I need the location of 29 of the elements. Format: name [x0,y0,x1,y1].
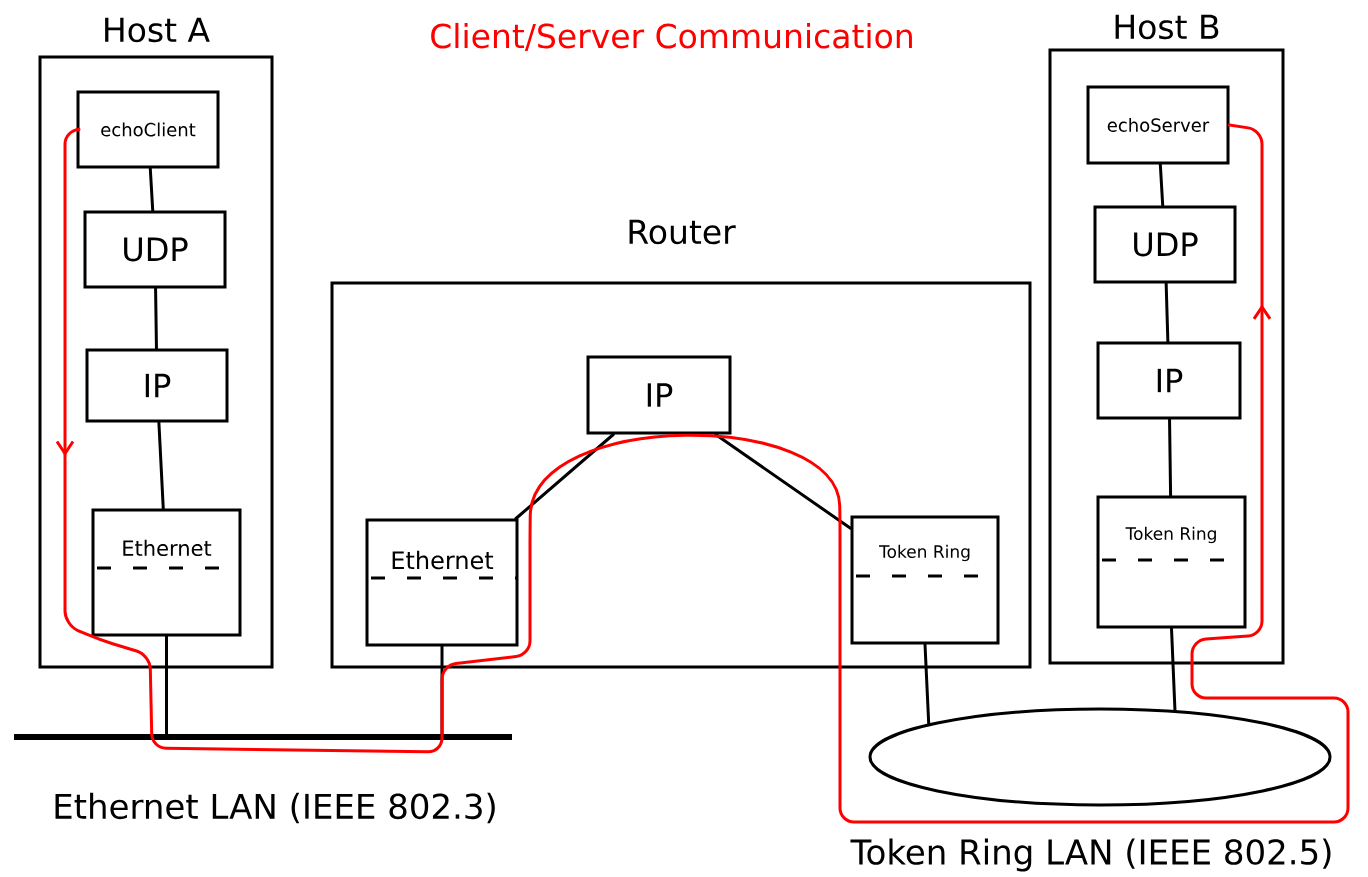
connector-line [165,635,168,736]
layer-box: IP [85,348,229,423]
connector-line [1168,418,1173,497]
connector-line [514,433,615,520]
connector-line [148,167,155,212]
connector-line [1158,163,1165,207]
layer-box: echoClient [76,90,220,169]
connector-line [1170,627,1177,712]
connector-line [714,433,852,530]
layer-box: Token Ring [1096,495,1247,629]
flow-path [55,123,1350,824]
layer-box: Token Ring [850,515,1000,645]
connector-line [1164,282,1170,343]
device-heading: Host B [1115,14,1219,40]
layer-box: echoServer [1086,85,1230,165]
layer-box: IP [1096,341,1242,420]
device-heading: Router [629,219,736,245]
connector-line [923,643,931,726]
device-heading: Host A [105,17,210,43]
connector-line [157,421,165,510]
connector-line [154,287,158,350]
layer-box: IP [586,355,732,435]
layer-box: UDP [1093,205,1237,284]
layer-box: Ethernet [91,508,242,637]
network-label: Ethernet LAN (IEEE 802.3) [55,792,495,824]
diagram-title: Client/Server Communication [431,22,912,52]
layer-box: Ethernet [365,518,519,647]
layer-box: UDP [83,210,227,289]
network-label: Token Ring LAN (IEEE 802.5) [850,838,1331,872]
